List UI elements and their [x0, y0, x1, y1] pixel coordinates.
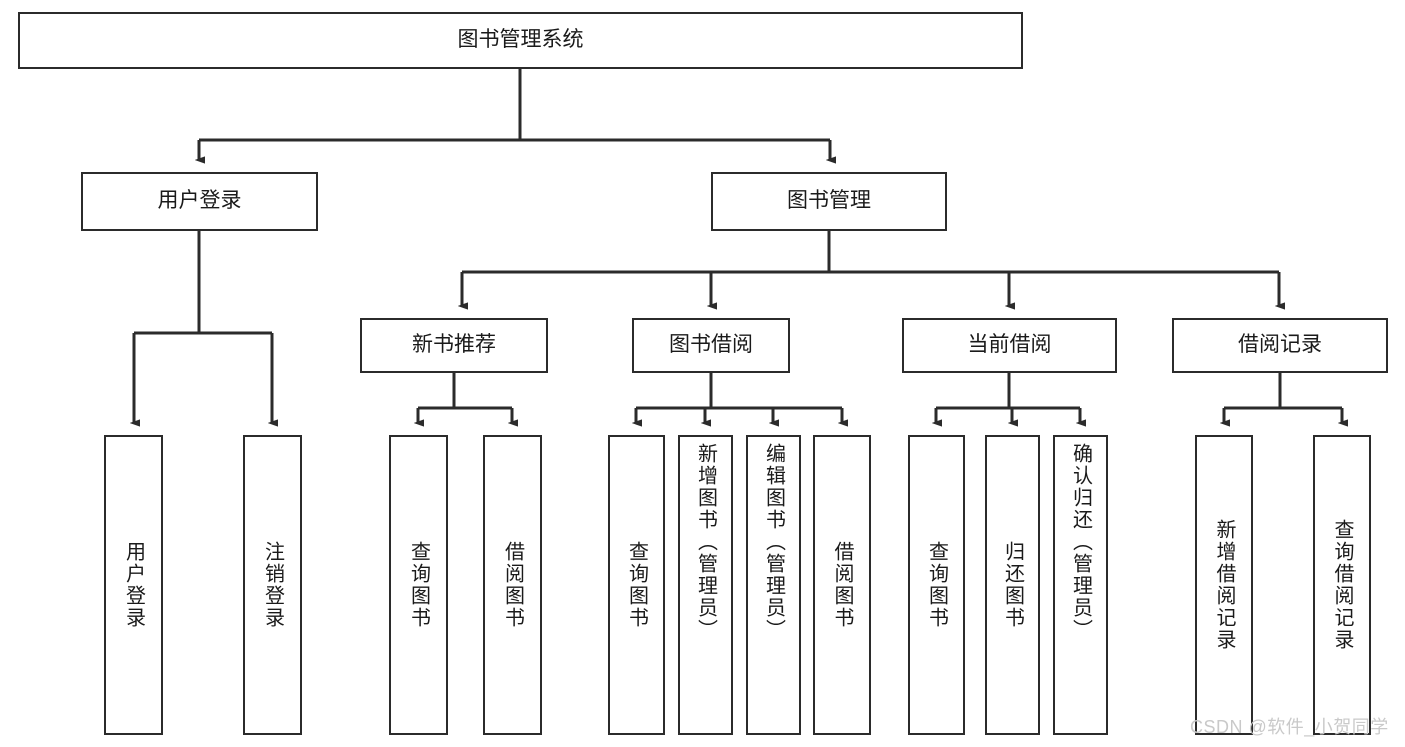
leaf-query-book-cur[interactable]: 查询图书: [908, 435, 965, 735]
node-book-manage-label: 图书管理: [787, 189, 871, 213]
leaf-confirm-return-label: 确认归还（管理员）: [1069, 443, 1092, 641]
leaf-add-record[interactable]: 新增借阅记录: [1195, 435, 1253, 735]
leaf-add-record-label: 新增借阅记录: [1213, 519, 1235, 651]
leaf-add-book-label: 新增图书（管理员）: [694, 443, 717, 641]
leaf-query-book-label: 查询图书: [625, 541, 648, 629]
leaf-add-book[interactable]: 新增图书（管理员）: [678, 435, 733, 735]
node-book-borrow[interactable]: 图书借阅: [632, 318, 790, 373]
leaf-query-record-label: 查询借阅记录: [1331, 519, 1353, 651]
leaf-confirm-return[interactable]: 确认归还（管理员）: [1053, 435, 1108, 735]
node-current-borrow[interactable]: 当前借阅: [902, 318, 1117, 373]
node-new-book-rec-label: 新书推荐: [412, 333, 496, 357]
leaf-borrow-book-label: 借阅图书: [831, 541, 853, 629]
leaf-borrow-book[interactable]: 借阅图书: [813, 435, 871, 735]
leaf-query-book[interactable]: 查询图书: [608, 435, 665, 735]
csdn-watermark: CSDN @软件_小贺同学: [1190, 717, 1389, 737]
leaf-query-book-cur-label: 查询图书: [925, 541, 948, 629]
leaf-borrow-book-rec[interactable]: 借阅图书: [483, 435, 542, 735]
leaf-edit-book-label: 编辑图书（管理员）: [762, 443, 785, 641]
node-root[interactable]: 图书管理系统: [18, 12, 1023, 69]
leaf-query-book-rec[interactable]: 查询图书: [389, 435, 448, 735]
node-new-book-rec[interactable]: 新书推荐: [360, 318, 548, 373]
leaf-return-book-label: 归还图书: [1001, 541, 1024, 629]
node-user-login-label: 用户登录: [157, 189, 242, 213]
leaf-user-login-label: 用户登录: [122, 541, 145, 629]
leaf-user-login[interactable]: 用户登录: [104, 435, 163, 735]
node-root-label: 图书管理系统: [457, 28, 584, 52]
leaf-query-record[interactable]: 查询借阅记录: [1313, 435, 1371, 735]
leaf-logout[interactable]: 注销登录: [243, 435, 302, 735]
leaf-edit-book[interactable]: 编辑图书（管理员）: [746, 435, 801, 735]
leaf-query-book-rec-label: 查询图书: [407, 541, 430, 629]
leaf-return-book[interactable]: 归还图书: [985, 435, 1040, 735]
node-user-login[interactable]: 用户登录: [81, 172, 318, 231]
node-current-borrow-label: 当前借阅: [967, 333, 1052, 357]
node-borrow-record[interactable]: 借阅记录: [1172, 318, 1388, 373]
leaf-logout-label: 注销登录: [261, 541, 284, 629]
node-book-manage[interactable]: 图书管理: [711, 172, 947, 231]
node-book-borrow-label: 图书借阅: [669, 333, 753, 357]
leaf-borrow-book-rec-label: 借阅图书: [501, 541, 524, 629]
node-borrow-record-label: 借阅记录: [1238, 333, 1322, 357]
